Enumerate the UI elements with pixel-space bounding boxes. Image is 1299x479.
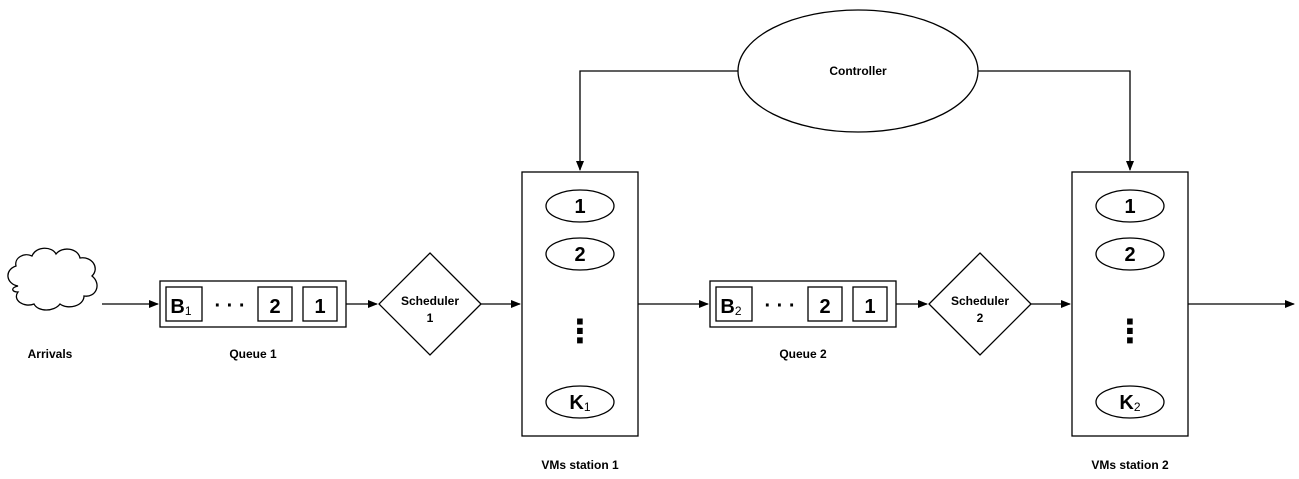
station2-vm-k-text: K2 bbox=[1119, 392, 1140, 414]
station1-vm-1-text: 1 bbox=[574, 196, 585, 218]
station2-vdots: ⋮ bbox=[1114, 313, 1146, 349]
queue1-slot-1 bbox=[302, 286, 338, 322]
queue1-slot-2-text: 2 bbox=[269, 296, 280, 318]
scheduler1-line1: Scheduler bbox=[401, 294, 459, 308]
queue1: B1 · · · 2 1 bbox=[159, 280, 347, 328]
queue2-slot-b bbox=[715, 286, 753, 322]
queue2: B2 · · · 2 1 bbox=[709, 280, 897, 328]
arrivals-label: Arrivals bbox=[28, 347, 73, 361]
queue1-slot-b bbox=[165, 286, 203, 322]
queue1-ellipsis: · · · bbox=[214, 295, 245, 317]
station1-vm-1 bbox=[545, 189, 615, 223]
queue1-label: Queue 1 bbox=[229, 347, 277, 361]
scheduler1-line2: 1 bbox=[427, 311, 434, 325]
queue2-slot-1-text: 1 bbox=[864, 296, 875, 318]
queue2-slot-2 bbox=[807, 286, 843, 322]
queue2-slot-2-text: 2 bbox=[819, 296, 830, 318]
queue1-slot-b-text: B1 bbox=[170, 296, 191, 318]
arrivals-cloud-icon bbox=[7, 247, 98, 311]
station2-label: VMs station 2 bbox=[1091, 458, 1169, 472]
queue1-slot-2 bbox=[257, 286, 293, 322]
queue2-ellipsis: · · · bbox=[764, 295, 795, 317]
station2-vm-2-text: 2 bbox=[1124, 244, 1135, 266]
station1-vm-k-text: K1 bbox=[569, 392, 590, 414]
station2-vm-1-text: 1 bbox=[1124, 196, 1135, 218]
scheduler2-line2: 2 bbox=[977, 311, 984, 325]
arrow-controller-to-station1 bbox=[576, 70, 738, 171]
station1-vm-2-text: 2 bbox=[574, 244, 585, 266]
station1-vdots: ⋮ bbox=[564, 313, 596, 349]
scheduler2-diamond bbox=[928, 252, 1032, 356]
station2-vm-k bbox=[1095, 385, 1165, 419]
station1-label: VMs station 1 bbox=[541, 458, 619, 472]
scheduler1-diamond bbox=[378, 252, 482, 356]
station2-vm-2 bbox=[1095, 237, 1165, 271]
station2-vm-1 bbox=[1095, 189, 1165, 223]
queue2-slot-b-text: B2 bbox=[720, 296, 741, 318]
queue2-label: Queue 2 bbox=[779, 347, 827, 361]
station1-vm-2 bbox=[545, 237, 615, 271]
controller-label: Controller bbox=[829, 64, 887, 78]
station1-vm-k bbox=[545, 385, 615, 419]
queue2-slot-1 bbox=[852, 286, 888, 322]
scheduler2-line1: Scheduler bbox=[951, 294, 1009, 308]
queue1-slot-1-text: 1 bbox=[314, 296, 325, 318]
arrow-controller-to-station2 bbox=[978, 70, 1134, 171]
